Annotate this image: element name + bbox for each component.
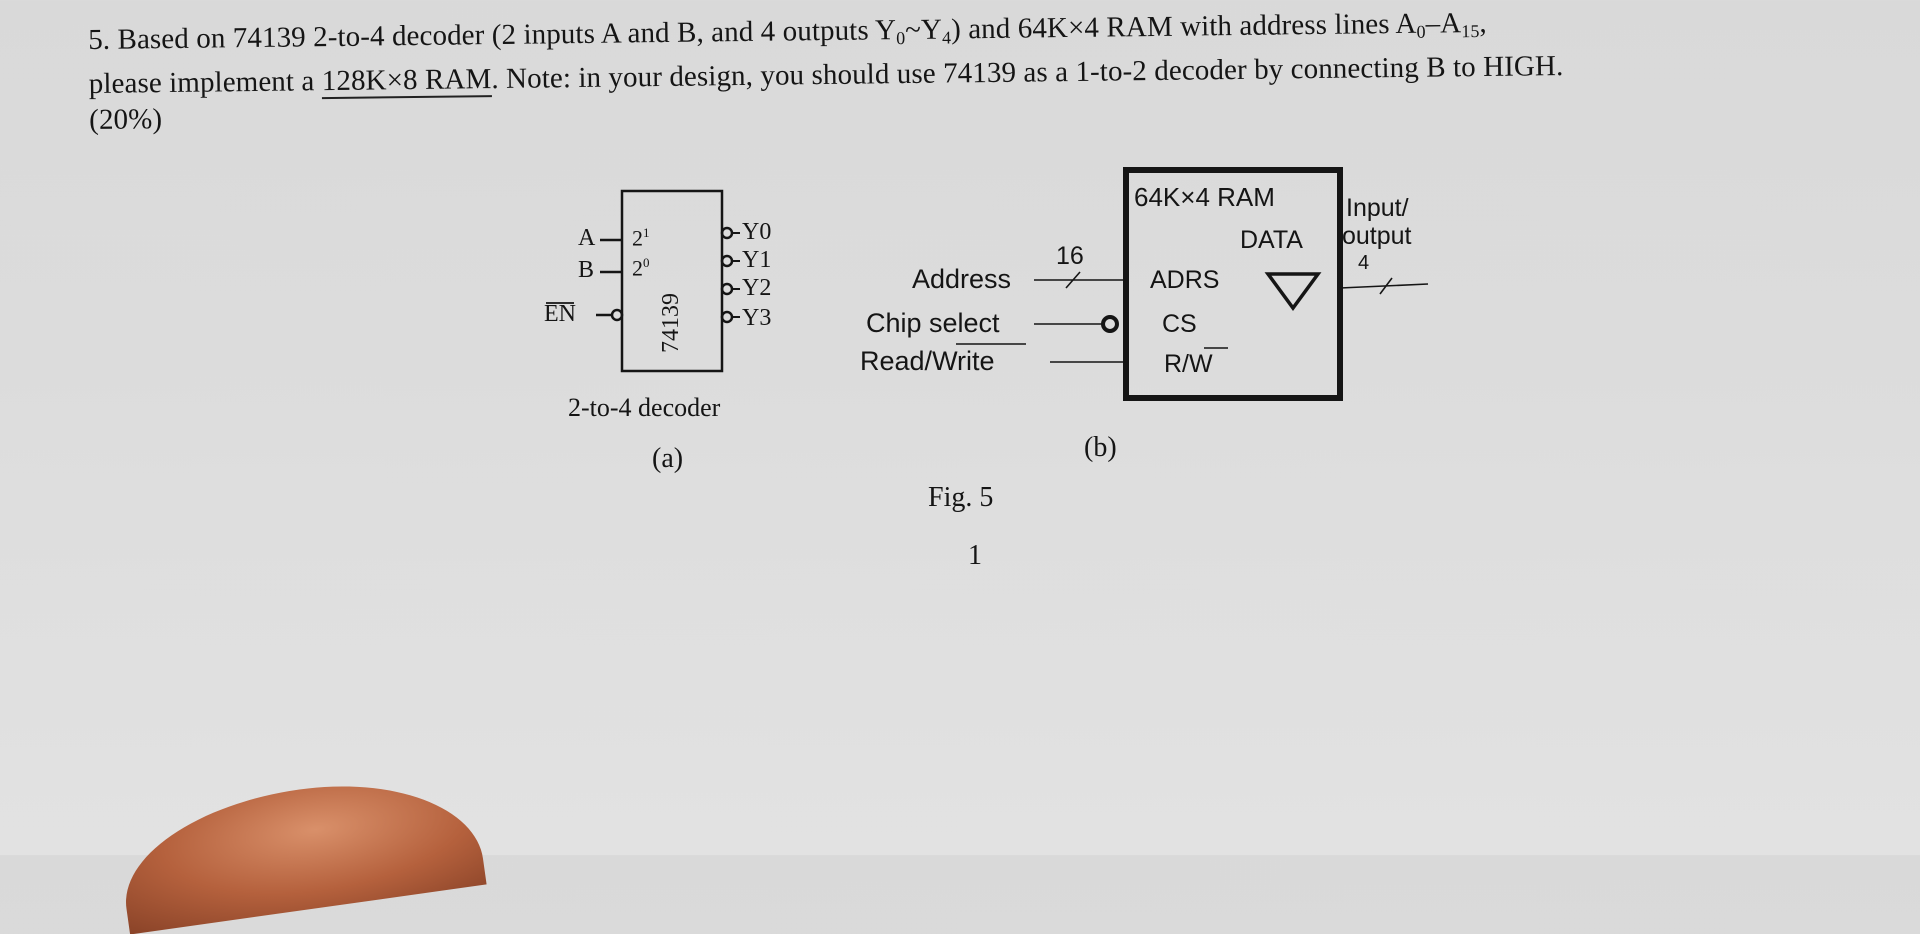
weight-b: 20: [632, 255, 650, 281]
address-label: Address: [912, 264, 1012, 294]
ram-box: [1123, 167, 1343, 401]
output-y3-label: Y3: [742, 305, 772, 331]
figure-b-ram: 64K×4 RAM DATA Input/ output 4 16 Addres…: [850, 160, 1450, 480]
enable-label: EN: [544, 301, 576, 327]
chip-number: 74139: [658, 293, 684, 353]
output-y1-label: Y1: [742, 247, 772, 273]
figure-caption: Fig. 5: [928, 482, 994, 513]
io-label-2: output: [1342, 222, 1412, 250]
question-number: 5.: [88, 23, 111, 56]
address-slash: [1065, 271, 1081, 289]
ram-title: 64K×4 RAM: [1134, 182, 1275, 212]
tristate-triangle: [1264, 272, 1322, 311]
chip-select-label: Chip select: [866, 308, 1000, 338]
y3-bubble: [720, 310, 734, 324]
input-b-label: B: [578, 257, 595, 283]
io-label-1: Input/: [1346, 194, 1409, 222]
cs-bubble: [1101, 315, 1119, 333]
decoder-symbol: [546, 189, 740, 373]
decoder-box: [620, 189, 724, 373]
y0-bubble: [720, 226, 734, 240]
ram-symbol: [956, 167, 1429, 401]
y1-bubble: [720, 254, 734, 268]
wire-data: [1339, 283, 1429, 289]
question-text: 5. Based on 74139 2-to-4 decoder (2 inpu…: [88, 0, 1899, 138]
adrs-pin-label: ADRS: [1150, 266, 1220, 294]
data-label: DATA: [1240, 226, 1303, 254]
data-width: 4: [1358, 252, 1370, 274]
output-y0-label: Y0: [742, 219, 772, 245]
page-number: 1: [968, 540, 982, 571]
decoder-title: 2-to-4 decoder: [568, 393, 721, 422]
cs-pin-label: CS: [1162, 310, 1197, 338]
target-ram: 128K×8 RAM: [321, 63, 492, 100]
data-slash: [1379, 277, 1393, 295]
read-write-label: Read/Write: [860, 346, 995, 376]
en-bubble: [610, 308, 624, 322]
rw-pin-label: R/W: [1164, 350, 1213, 378]
y2-bubble: [720, 282, 734, 296]
figure-a-decoder: A B EN 21 20 74139 Y0 Y1 Y2 Y3 2-to-4 de…: [540, 185, 840, 474]
finger-photo: [113, 765, 487, 934]
address-width: 16: [1056, 242, 1084, 270]
weight-a: 21: [632, 225, 650, 251]
input-a-label: A: [578, 225, 596, 251]
output-y2-label: Y2: [742, 275, 772, 301]
caption-b: (b): [1084, 432, 1117, 463]
caption-a: (a): [652, 443, 684, 474]
